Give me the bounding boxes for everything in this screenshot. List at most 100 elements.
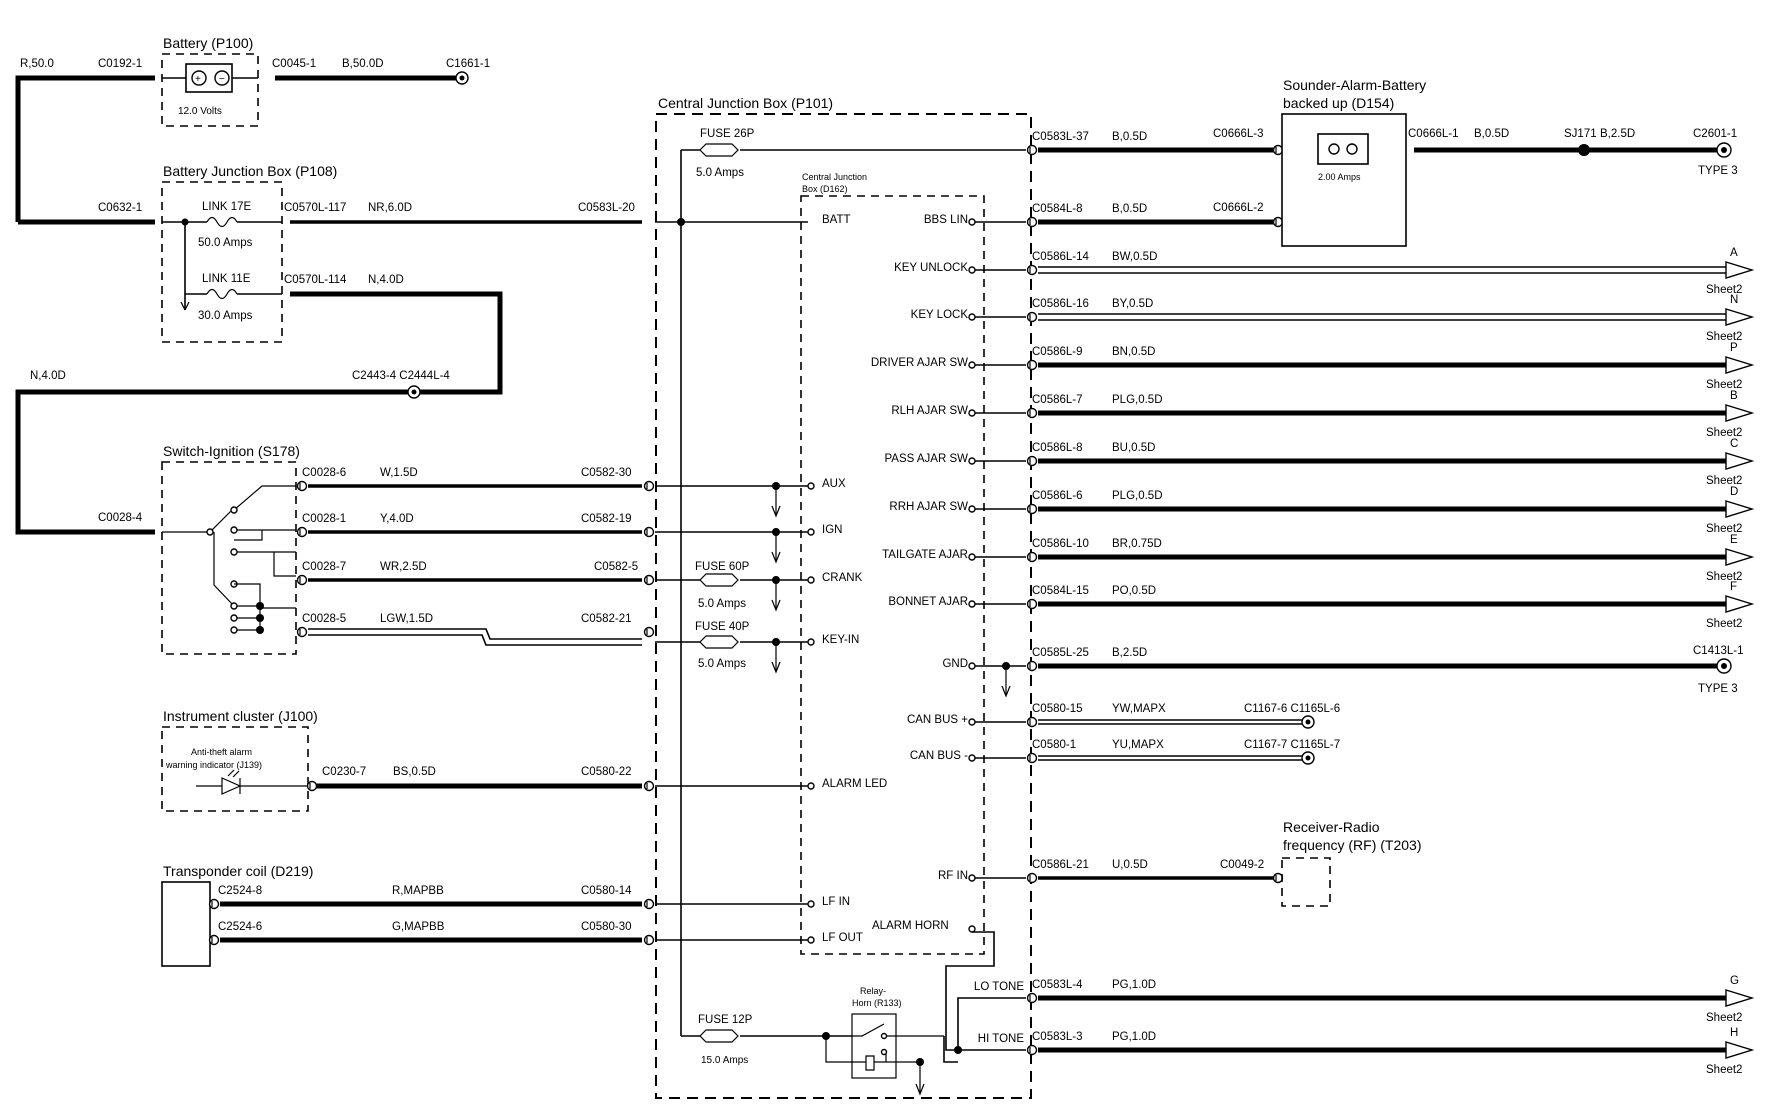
receiver-title-1: Receiver-Radio bbox=[1283, 819, 1380, 835]
pin-label: HI TONE bbox=[978, 1033, 1025, 1045]
pin-label: PASS AJAR SW bbox=[884, 453, 968, 465]
fuse-40p-amps: 5.0 Amps bbox=[698, 658, 746, 670]
fuse-60p-name: FUSE 60P bbox=[695, 561, 750, 573]
pin-label: DRIVER AJAR SW bbox=[871, 357, 968, 369]
battery-out-wire: B,50.0D bbox=[342, 58, 384, 70]
cjb-inner-title-2: Box (D162) bbox=[802, 184, 848, 194]
output-wire-line bbox=[1038, 266, 1728, 274]
ignition-feed: N,4.0D C2443-4 C2444L-4 bbox=[15, 370, 450, 535]
pin-label: BBS LIN bbox=[924, 214, 968, 226]
battery-left-wire: R,50.0 bbox=[20, 58, 54, 70]
link-11e-conn: C0570L-114 bbox=[284, 274, 347, 286]
ign-feed-splice: C2443-4 C2444L-4 bbox=[352, 370, 450, 382]
output-wire: PLG,0.5D bbox=[1112, 490, 1163, 502]
batt-jbox-outline bbox=[161, 181, 283, 343]
output-wire: YU,MAPX bbox=[1112, 739, 1164, 751]
sheet-letter: N bbox=[1730, 294, 1738, 306]
sheet-ref: Sheet2 bbox=[1706, 1012, 1742, 1024]
transponder-connector bbox=[208, 934, 220, 946]
rf-receiver: Receiver-Radio frequency (RF) (T203) bbox=[1281, 819, 1421, 907]
relay-title-1: Relay- bbox=[860, 986, 886, 996]
output-wire: BY,0.5D bbox=[1112, 298, 1153, 310]
pin-lf-out: LF OUT bbox=[822, 932, 863, 944]
switch-outline bbox=[161, 461, 297, 655]
output-connector bbox=[1026, 407, 1038, 419]
switch-connector bbox=[296, 526, 308, 538]
batt-jbox-in-conn: C0632-1 bbox=[98, 202, 142, 214]
transponder-connector bbox=[208, 898, 220, 910]
sounder-title-1: Sounder-Alarm-Battery bbox=[1283, 77, 1426, 93]
sheet-letter: A bbox=[1730, 247, 1738, 259]
cluster-indicator-line2: warning indicator (J139) bbox=[165, 760, 262, 770]
cjb-inner-outline bbox=[800, 195, 985, 955]
fuse-26p-icon bbox=[699, 143, 739, 157]
sheet-arrow-icon bbox=[1725, 595, 1755, 613]
sounder-alarm: Sounder-Alarm-Battery backed up (D154) 2… bbox=[1213, 77, 1738, 247]
link-17e-wire: NR,6.0D bbox=[368, 202, 412, 214]
output-wire-line bbox=[1038, 755, 1302, 761]
switch-title: Switch-Ignition (S178) bbox=[163, 443, 300, 459]
sheet-arrow-icon bbox=[1725, 1041, 1755, 1059]
central-junction-box: Central Junction Box (P101) Central Junc… bbox=[578, 95, 1032, 1099]
transponder-row-wire: R,MAPBB bbox=[392, 885, 444, 897]
cluster-wire: BS,0.5D bbox=[393, 766, 436, 778]
link-17e-conn: C0570L-117 bbox=[284, 202, 346, 214]
output-connector bbox=[1026, 551, 1038, 563]
sheet-ref: Sheet2 bbox=[1706, 523, 1742, 535]
sheet-arrow-icon bbox=[1725, 308, 1755, 326]
output-connector bbox=[1026, 992, 1038, 1004]
instrument-cluster: Instrument cluster (J100) Anti-theft ala… bbox=[161, 708, 887, 812]
sounder-in2: C0666L-2 bbox=[1213, 202, 1264, 214]
sounder-ground-type: TYPE 3 bbox=[1698, 165, 1738, 177]
switch-row-cjb-conn: C0582-21 bbox=[581, 613, 632, 625]
cjb-connector bbox=[643, 898, 655, 910]
output-conn: C0586L-7 bbox=[1032, 394, 1083, 406]
switch-row-cjb-conn: C0582-19 bbox=[581, 513, 632, 525]
sheet-letter: G bbox=[1730, 975, 1739, 987]
pin-label: BONNET AJAR bbox=[888, 596, 968, 608]
fuse-40p-icon bbox=[699, 635, 739, 649]
output-conn: C0583L-37 bbox=[1032, 131, 1089, 143]
switch-row-wire: Y,4.0D bbox=[380, 513, 414, 525]
sounder-out-wire: B,0.5D bbox=[1474, 128, 1509, 140]
battery-out-conn: C0045-1 bbox=[272, 58, 316, 70]
pin-label: CAN BUS + bbox=[907, 714, 968, 726]
sheet-arrow-icon bbox=[1725, 261, 1755, 279]
fuse-60p-amps: 5.0 Amps bbox=[698, 598, 746, 610]
switch-row-conn: C0028-6 bbox=[302, 467, 346, 479]
sounder-connector bbox=[1272, 144, 1284, 156]
sounder-ground-conn: C2601-1 bbox=[1693, 128, 1737, 140]
battery-junction-box: Battery Junction Box (P108) C0632-1 LINK… bbox=[18, 163, 642, 395]
sheet-ref: Sheet2 bbox=[1706, 284, 1742, 296]
output-wire: B,0.5D bbox=[1112, 203, 1147, 215]
switch-row-cjb-conn: C0582-5 bbox=[594, 561, 638, 573]
pin-label: KEY LOCK bbox=[911, 309, 969, 321]
output-connector bbox=[1026, 216, 1038, 228]
sounder-in1: C0666L-3 bbox=[1213, 128, 1264, 140]
sheet-arrow-icon bbox=[1725, 404, 1755, 422]
cjb-connector bbox=[643, 526, 655, 538]
output-connector bbox=[1026, 503, 1038, 515]
sounder-out-conn: C0666L-1 bbox=[1408, 128, 1459, 140]
svg-text:−: − bbox=[219, 74, 225, 85]
output-connector bbox=[1026, 455, 1038, 467]
cjb-batt-conn: C0583L-20 bbox=[578, 202, 635, 214]
switch-connector bbox=[296, 626, 308, 638]
link-17e-amps: 50.0 Amps bbox=[198, 237, 253, 249]
fuse-12p-icon bbox=[699, 1029, 739, 1043]
sounder-splice: SJ171 bbox=[1564, 128, 1597, 140]
receiver-outline bbox=[1281, 857, 1331, 907]
output-wire-line bbox=[1038, 313, 1728, 321]
sounder-splice-wire: B,2.5D bbox=[1600, 128, 1635, 140]
ground-conn: C1413L-1 bbox=[1693, 645, 1744, 657]
receiver-title-2: frequency (RF) (T203) bbox=[1283, 837, 1421, 853]
sheet-letter: E bbox=[1730, 534, 1738, 546]
